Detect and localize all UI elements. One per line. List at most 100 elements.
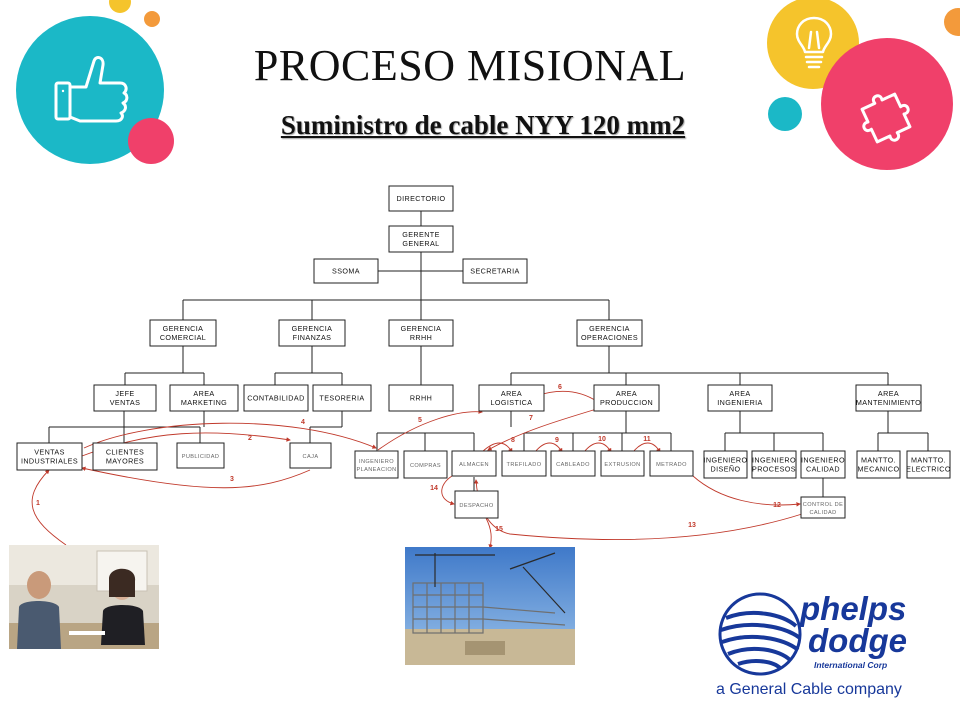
node-label: RRHH <box>410 333 432 342</box>
node-label: MECANICO <box>858 465 900 474</box>
flow-step-6: 6 <box>558 384 562 391</box>
node-label: CAJA <box>303 454 319 460</box>
node-box <box>388 319 454 347</box>
flow-arrow-15 <box>485 517 493 549</box>
puzzle-icon <box>860 92 912 144</box>
flow-arrow-7 <box>487 407 601 451</box>
node-box <box>149 319 217 347</box>
node-label: INDUSTRIALES <box>21 457 78 466</box>
decor-dot-orange <box>144 11 160 27</box>
node-box <box>800 496 846 519</box>
node-compras: COMPRAS <box>403 450 448 479</box>
decor-circle-pink <box>821 38 953 170</box>
node-label: EXTRUSION <box>604 462 640 468</box>
flow-step-8: 8 <box>511 437 515 444</box>
node-tesoreria: TESORERIA <box>312 384 372 412</box>
node-box <box>906 450 951 479</box>
node-label: MARKETING <box>181 398 227 407</box>
node-mantto-mecanico: MANTTO.MECANICO <box>856 450 901 479</box>
flow-step-4: 4 <box>301 419 305 426</box>
node-label: MANTTO. <box>911 456 946 465</box>
node-ssoma: SSOMA <box>313 258 379 284</box>
node-box <box>403 450 448 479</box>
flow-arrow-3 <box>81 466 311 489</box>
node-label: CONTROL DE <box>803 502 843 508</box>
logo-line-3: International Corp <box>814 660 887 670</box>
node-label: METRADO <box>656 462 687 468</box>
node-label: INGENIERIA <box>717 398 763 407</box>
flow-step-7: 7 <box>529 415 533 422</box>
node-rrhh: RRHH <box>388 384 454 412</box>
node-box <box>388 225 454 253</box>
node-label: CABLEADO <box>556 462 590 468</box>
node-box <box>16 442 83 471</box>
logo-line-1: phelps <box>799 590 906 627</box>
node-box <box>92 442 158 471</box>
node-box <box>856 450 901 479</box>
node-label: GENERAL <box>402 239 439 248</box>
node-trefilado: TREFILADO <box>501 450 547 477</box>
decor-dot-orange-edge <box>944 8 960 36</box>
flow-step-2: 2 <box>248 435 252 442</box>
flow-arrow-12 <box>692 475 801 507</box>
node-label: INGENIERO <box>752 456 796 465</box>
node-label: COMPRAS <box>410 463 441 469</box>
node-label: PLANEACION <box>356 467 396 473</box>
node-extrusion: EXTRUSION <box>600 450 645 477</box>
decor-dot-pink <box>128 118 174 164</box>
page-subtitle: Suministro de cable NYY 120 mm2 <box>280 110 686 140</box>
node-box <box>451 450 497 477</box>
flow-step-15: 15 <box>495 526 503 533</box>
node-label: TESORERIA <box>319 394 364 403</box>
flow-arrow-4 <box>83 422 377 449</box>
node-label: DESPACHO <box>459 503 493 509</box>
node-label: VENTAS <box>110 398 141 407</box>
decor-dot-yellow-small <box>109 0 131 13</box>
node-label: INGENIERO <box>801 456 845 465</box>
org-connectors <box>48 211 929 497</box>
node-label: SSOMA <box>332 267 360 276</box>
node-label: OPERACIONES <box>581 333 638 342</box>
lightbulb-icon <box>795 16 833 69</box>
page-title: PROCESO MISIONAL <box>253 41 687 90</box>
flow-arrow-9 <box>534 442 563 453</box>
flow-arrow-11 <box>632 442 661 453</box>
company-logo: phelps dodge International Corp a Genera… <box>716 590 907 698</box>
flow-step-1: 1 <box>36 500 40 507</box>
node-label: VENTAS <box>34 448 65 457</box>
node-box <box>313 258 379 284</box>
flow-arrow-6 <box>535 390 599 403</box>
decor-circle-teal <box>16 16 164 164</box>
node-box <box>855 384 922 412</box>
photo-construction-site <box>405 547 575 665</box>
node-label: ELECTRICO <box>906 465 951 474</box>
node-box <box>354 450 399 479</box>
node-directorio: DIRECTORIO <box>388 185 454 212</box>
node-box <box>478 384 545 412</box>
node-label: INGENIERO <box>704 456 748 465</box>
node-box <box>169 384 239 412</box>
node-box <box>289 442 332 469</box>
node-label: INGENIERO <box>359 459 394 465</box>
node-label: ALMACEN <box>459 462 489 468</box>
node-label: TREFILADO <box>507 462 542 468</box>
node-box <box>278 319 346 347</box>
node-cableado: CABLEADO <box>550 450 596 477</box>
node-box <box>600 450 645 477</box>
node-label: GERENTE <box>402 230 440 239</box>
node-label: MANTENIMIENTO <box>856 398 921 407</box>
flow-arrow-14 <box>441 475 455 506</box>
node-label: SECRETARIA <box>470 267 519 276</box>
node-label: AREA <box>878 389 899 398</box>
